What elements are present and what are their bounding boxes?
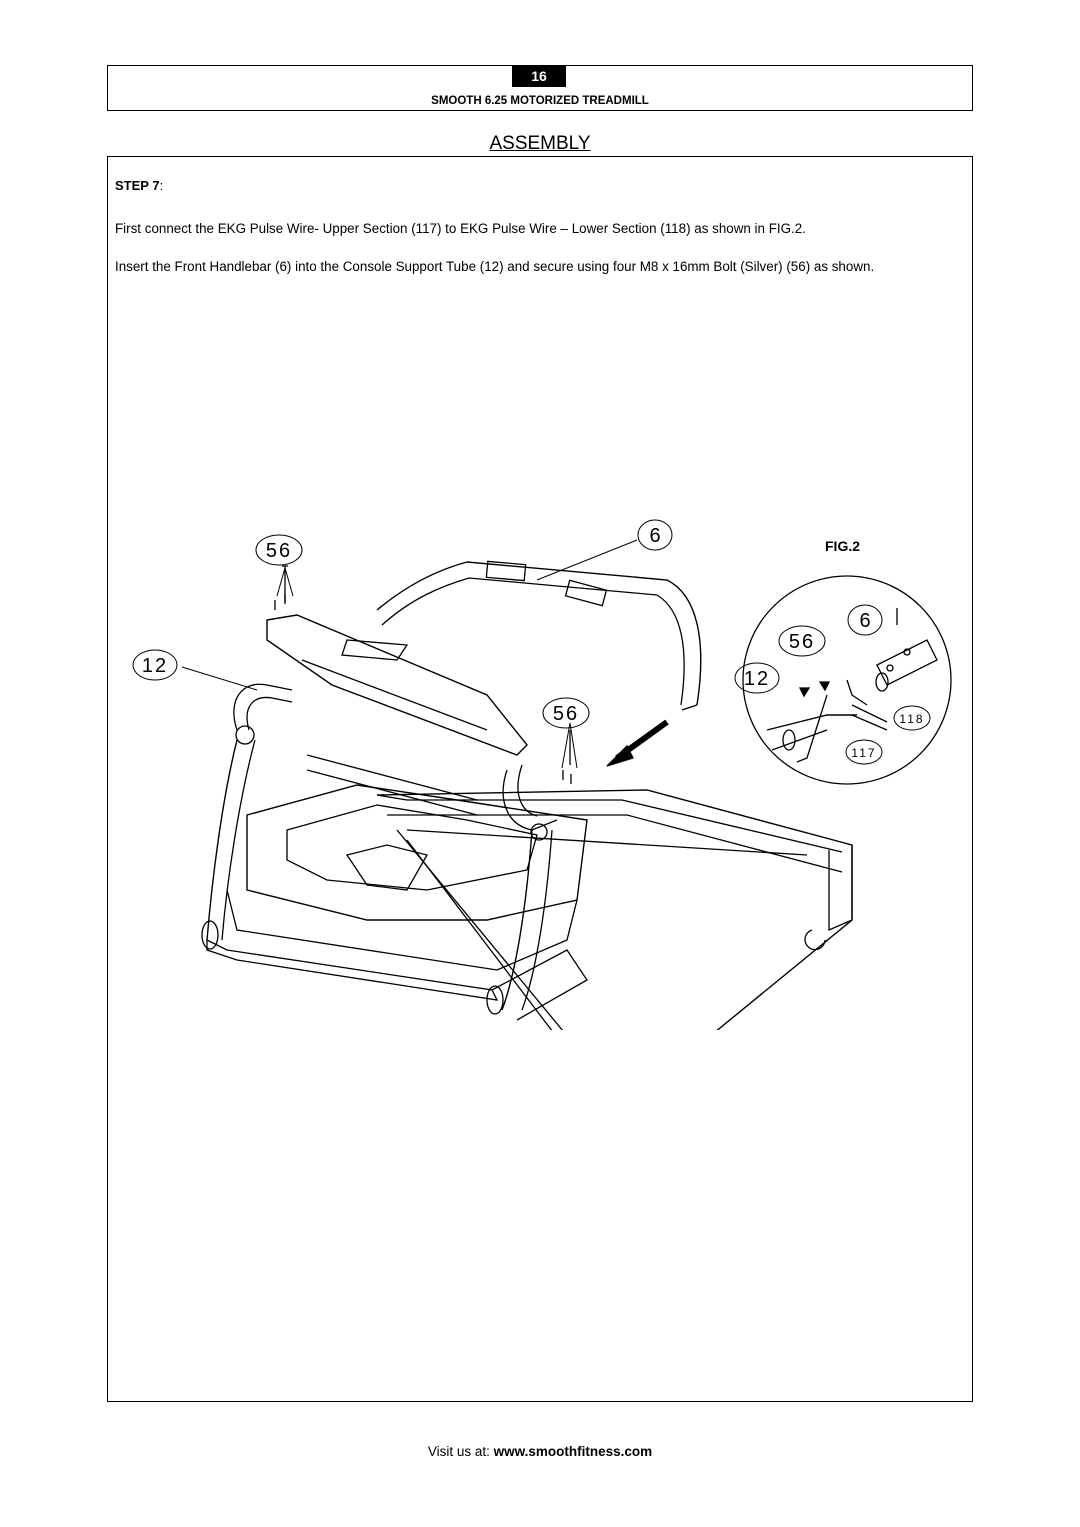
- step-suffix: :: [159, 178, 164, 193]
- insertion-arrow: [606, 719, 669, 767]
- callout-wire-upper: 117: [851, 746, 876, 760]
- crossbar: [306, 754, 478, 816]
- detail-bolts: [798, 681, 831, 698]
- step-label: STEP 7: [115, 178, 160, 193]
- callout-detail-bolt: 56: [789, 631, 815, 653]
- callout-detail-handlebar: 6: [859, 610, 870, 632]
- instruction-paragraph-2: Insert the Front Handlebar (6) into the …: [115, 259, 875, 274]
- motor-hood: [226, 784, 588, 971]
- footer: Visit us at: www.smoothfitness.com: [0, 1444, 1080, 1459]
- page-number: 16: [512, 65, 566, 87]
- left-upright: [206, 739, 256, 941]
- content-box: [107, 156, 973, 1402]
- fig-label: FIG.2: [825, 538, 860, 554]
- front-handlebar: [376, 560, 702, 711]
- callout-wire-lower: 118: [899, 712, 924, 726]
- treadmill-deck: [376, 789, 853, 1030]
- section-title: ASSEMBLY: [489, 133, 591, 154]
- right-upright: [501, 829, 553, 1011]
- console: [266, 614, 528, 756]
- manual-title: SMOOTH 6.25 MOTORIZED TREADMILL: [431, 95, 649, 107]
- footer-prefix: Visit us at:: [427, 1444, 494, 1459]
- callout-leaders: [181, 539, 638, 769]
- callout-detail-tube: 12: [744, 668, 770, 690]
- assembly-illustration: 56 6 12 56 FIG.2 6 56 12 118 117: [132, 519, 952, 1030]
- right-side-handle: [502, 764, 558, 841]
- bolt-icons: [274, 565, 572, 784]
- callout-bolt-right: 56: [553, 703, 579, 725]
- detail-circle: [742, 575, 952, 785]
- base-frame: [201, 920, 588, 1021]
- footer-url[interactable]: www.smoothfitness.com: [493, 1444, 653, 1459]
- callout-circles: [132, 519, 931, 765]
- callout-bolt-left: 56: [266, 540, 292, 562]
- callout-labels: 56 6 12 56 FIG.2 6 56 12 118 117: [142, 525, 924, 760]
- step-heading: STEP 7:: [115, 178, 163, 193]
- callout-support-tube: 12: [142, 655, 168, 677]
- callout-handlebar: 6: [649, 525, 660, 547]
- left-side-handle: [233, 683, 293, 745]
- instruction-paragraph-1: First connect the EKG Pulse Wire- Upper …: [115, 221, 806, 236]
